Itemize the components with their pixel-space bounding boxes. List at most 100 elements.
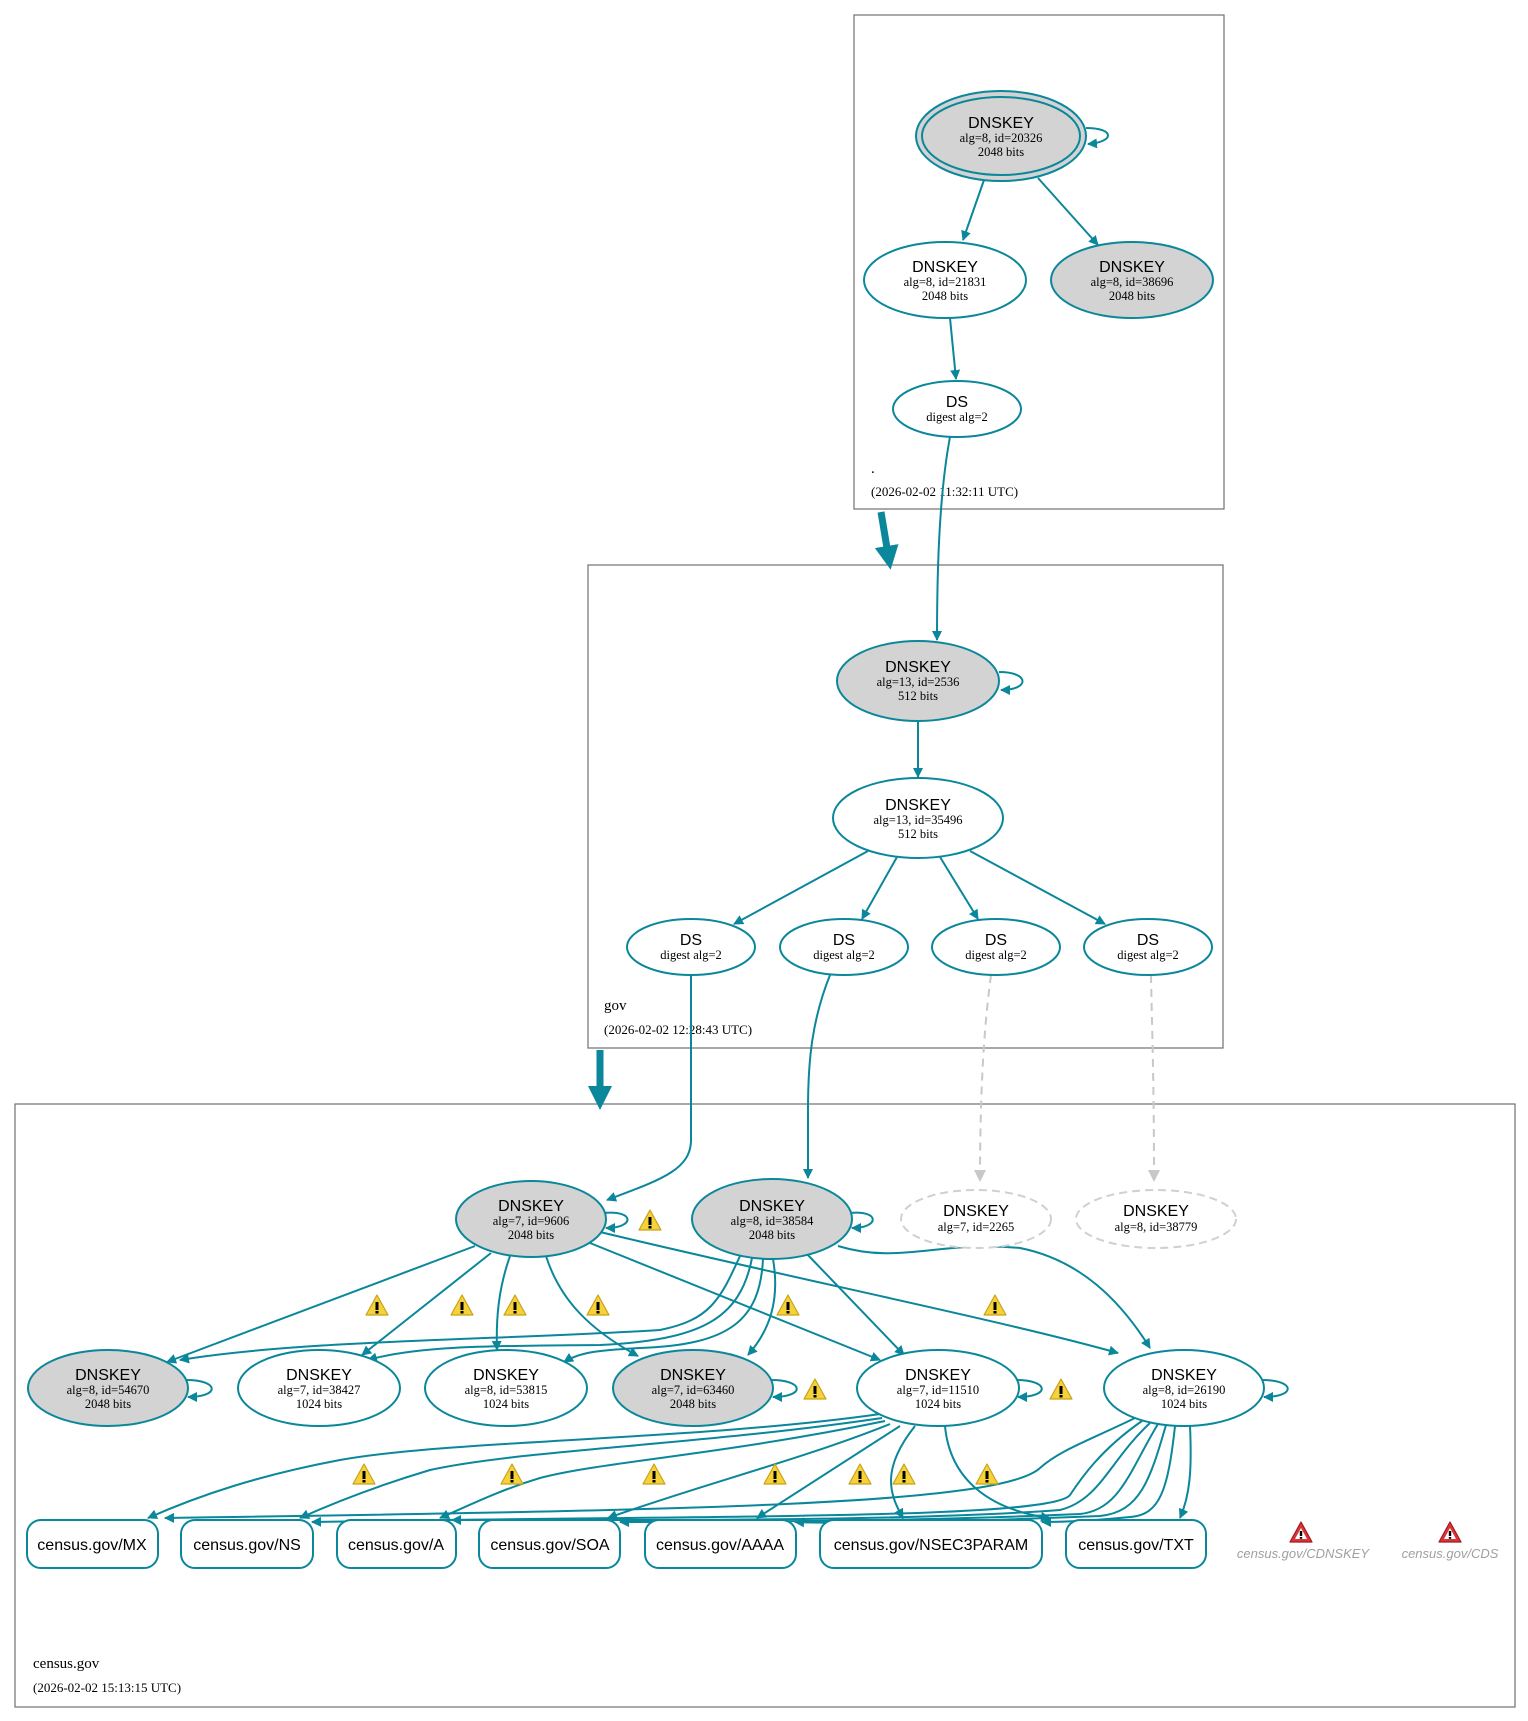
self-loop: [1261, 1379, 1289, 1402]
svg-text:DS: DS: [946, 394, 968, 411]
record-ns[interactable]: census.gov/NS: [180, 1519, 314, 1569]
self-loop: [998, 671, 1024, 695]
node-dnskey-38779-missing[interactable]: DNSKEY alg=8, id=38779: [1075, 1189, 1237, 1249]
node-gov-ksk-2536[interactable]: DNSKEY alg=13, id=2536 512 bits: [836, 640, 1000, 722]
svg-text:census.gov/SOA: census.gov/SOA: [490, 1537, 610, 1554]
record-soa[interactable]: census.gov/SOA: [478, 1519, 621, 1569]
edge: [969, 850, 1106, 925]
svg-text:alg=7, id=2265: alg=7, id=2265: [938, 1220, 1015, 1234]
svg-text:DNSKEY: DNSKEY: [660, 1367, 726, 1384]
svg-text:DNSKEY: DNSKEY: [1099, 259, 1165, 276]
edge: [299, 1417, 883, 1519]
node-census-ds-2[interactable]: DS digest alg=2: [779, 918, 909, 976]
edge: [861, 856, 898, 920]
self-loop: [603, 1211, 629, 1233]
edge: [733, 850, 869, 925]
node-root-ksk[interactable]: DNSKEY alg=8, id=20326 2048 bits: [915, 90, 1087, 182]
svg-text:census.gov/A: census.gov/A: [348, 1537, 444, 1554]
record-nsec3param[interactable]: census.gov/NSEC3PARAM: [819, 1519, 1043, 1569]
edge: [890, 1425, 916, 1519]
svg-text:2048 bits: 2048 bits: [922, 289, 968, 303]
node-gov-zsk-35496[interactable]: DNSKEY alg=13, id=35496 512 bits: [832, 777, 1004, 859]
edge: [563, 1258, 764, 1363]
node-census-ds-4[interactable]: DS digest alg=2: [1083, 918, 1213, 976]
svg-text:DS: DS: [833, 932, 855, 949]
node-dnskey-11510[interactable]: DNSKEY alg=7, id=11510 1024 bits: [856, 1349, 1020, 1427]
self-loop: [185, 1379, 213, 1402]
record-mx[interactable]: census.gov/MX: [26, 1519, 159, 1569]
record-cdnskey-missing[interactable]: census.gov/CDNSKEY: [1237, 1521, 1371, 1561]
node-dnskey-26190[interactable]: DNSKEY alg=8, id=26190 1024 bits: [1103, 1349, 1265, 1427]
edge: [939, 856, 979, 920]
svg-text:alg=8, id=38779: alg=8, id=38779: [1115, 1220, 1198, 1234]
svg-text:alg=8, id=38696: alg=8, id=38696: [1091, 275, 1174, 289]
edge: [803, 974, 831, 1179]
edge: [949, 317, 961, 380]
svg-text:census.gov/MX: census.gov/MX: [37, 1537, 147, 1554]
edge: [439, 1420, 886, 1520]
edge: [1178, 1425, 1192, 1519]
edge-missing: [1147, 974, 1160, 1182]
node-dnskey-53815[interactable]: DNSKEY alg=8, id=53815 1024 bits: [424, 1349, 588, 1427]
svg-text:alg=8, id=38584: alg=8, id=38584: [731, 1214, 815, 1228]
edge: [1037, 177, 1099, 246]
node-root-ds-gov[interactable]: DS digest alg=2: [892, 380, 1022, 438]
record-aaaa[interactable]: census.gov/AAAA: [644, 1519, 797, 1569]
zone-timestamp-root: (2026-02-02 11:32:11 UTC): [871, 484, 1018, 499]
zone-timestamp-gov: (2026-02-02 12:28:43 UTC): [604, 1022, 752, 1037]
svg-text:census.gov/NS: census.gov/NS: [193, 1537, 301, 1554]
self-loop: [1015, 1379, 1043, 1402]
svg-text:census.gov/AAAA: census.gov/AAAA: [656, 1537, 784, 1554]
edge: [361, 1252, 492, 1356]
edge: [179, 1255, 741, 1364]
svg-text:DNSKEY: DNSKEY: [912, 259, 978, 276]
svg-text:alg=8, id=53815: alg=8, id=53815: [465, 1383, 548, 1397]
edge: [311, 1420, 1143, 1527]
edge: [545, 1255, 639, 1357]
svg-text:DNSKEY: DNSKEY: [498, 1198, 564, 1215]
svg-text:1024 bits: 1024 bits: [483, 1397, 529, 1411]
svg-text:digest alg=2: digest alg=2: [813, 948, 875, 962]
edge: [961, 179, 985, 241]
node-dnskey-9606[interactable]: DNSKEY alg=7, id=9606 2048 bits: [455, 1180, 607, 1258]
svg-text:DNSKEY: DNSKEY: [75, 1367, 141, 1384]
svg-text:DNSKEY: DNSKEY: [473, 1367, 539, 1384]
svg-text:DNSKEY: DNSKEY: [1123, 1203, 1189, 1220]
edge-missing: [974, 974, 992, 1182]
node-dnskey-38584[interactable]: DNSKEY alg=8, id=38584 2048 bits: [691, 1178, 853, 1260]
zone-label-gov: gov: [604, 998, 627, 1014]
svg-text:DNSKEY: DNSKEY: [286, 1367, 352, 1384]
self-loop: [849, 1211, 874, 1233]
svg-text:alg=13, id=2536: alg=13, id=2536: [877, 675, 960, 689]
svg-text:digest alg=2: digest alg=2: [1117, 948, 1179, 962]
edge: [599, 1231, 1119, 1356]
record-cds-missing[interactable]: census.gov/CDS: [1402, 1521, 1499, 1561]
node-root-key-38696[interactable]: DNSKEY alg=8, id=38696 2048 bits: [1050, 241, 1214, 319]
svg-text:census.gov/NSEC3PARAM: census.gov/NSEC3PARAM: [834, 1537, 1028, 1554]
svg-text:DS: DS: [1137, 932, 1159, 949]
edge: [491, 1255, 511, 1351]
zone-timestamp-census: (2026-02-02 15:13:15 UTC): [33, 1680, 181, 1695]
node-root-zsk-21831[interactable]: DNSKEY alg=8, id=21831 2048 bits: [863, 241, 1027, 319]
svg-text:alg=7, id=9606: alg=7, id=9606: [493, 1214, 570, 1228]
svg-text:1024 bits: 1024 bits: [915, 1397, 961, 1411]
svg-text:DNSKEY: DNSKEY: [885, 797, 951, 814]
node-dnskey-63460[interactable]: DNSKEY alg=7, id=63460 2048 bits: [612, 1349, 774, 1427]
edge: [147, 1413, 881, 1519]
node-dnskey-54670[interactable]: DNSKEY alg=8, id=54670 2048 bits: [27, 1349, 189, 1427]
svg-text:DS: DS: [680, 932, 702, 949]
node-census-ds-1[interactable]: DS digest alg=2: [626, 918, 756, 976]
svg-text:alg=8, id=54670: alg=8, id=54670: [67, 1383, 150, 1397]
node-dnskey-2265-missing[interactable]: DNSKEY alg=7, id=2265: [900, 1189, 1052, 1249]
node-dnskey-38427[interactable]: DNSKEY alg=7, id=38427 1024 bits: [237, 1349, 401, 1427]
record-a[interactable]: census.gov/A: [336, 1519, 457, 1569]
zone-label-census: census.gov: [33, 1656, 100, 1672]
svg-text:alg=8, id=26190: alg=8, id=26190: [1143, 1383, 1226, 1397]
record-txt[interactable]: census.gov/TXT: [1065, 1519, 1207, 1569]
svg-text:2048 bits: 2048 bits: [670, 1397, 716, 1411]
svg-text:DNSKEY: DNSKEY: [885, 659, 951, 676]
node-census-ds-3[interactable]: DS digest alg=2: [931, 918, 1061, 976]
edge: [944, 1425, 1051, 1522]
svg-text:census.gov/TXT: census.gov/TXT: [1078, 1537, 1194, 1554]
